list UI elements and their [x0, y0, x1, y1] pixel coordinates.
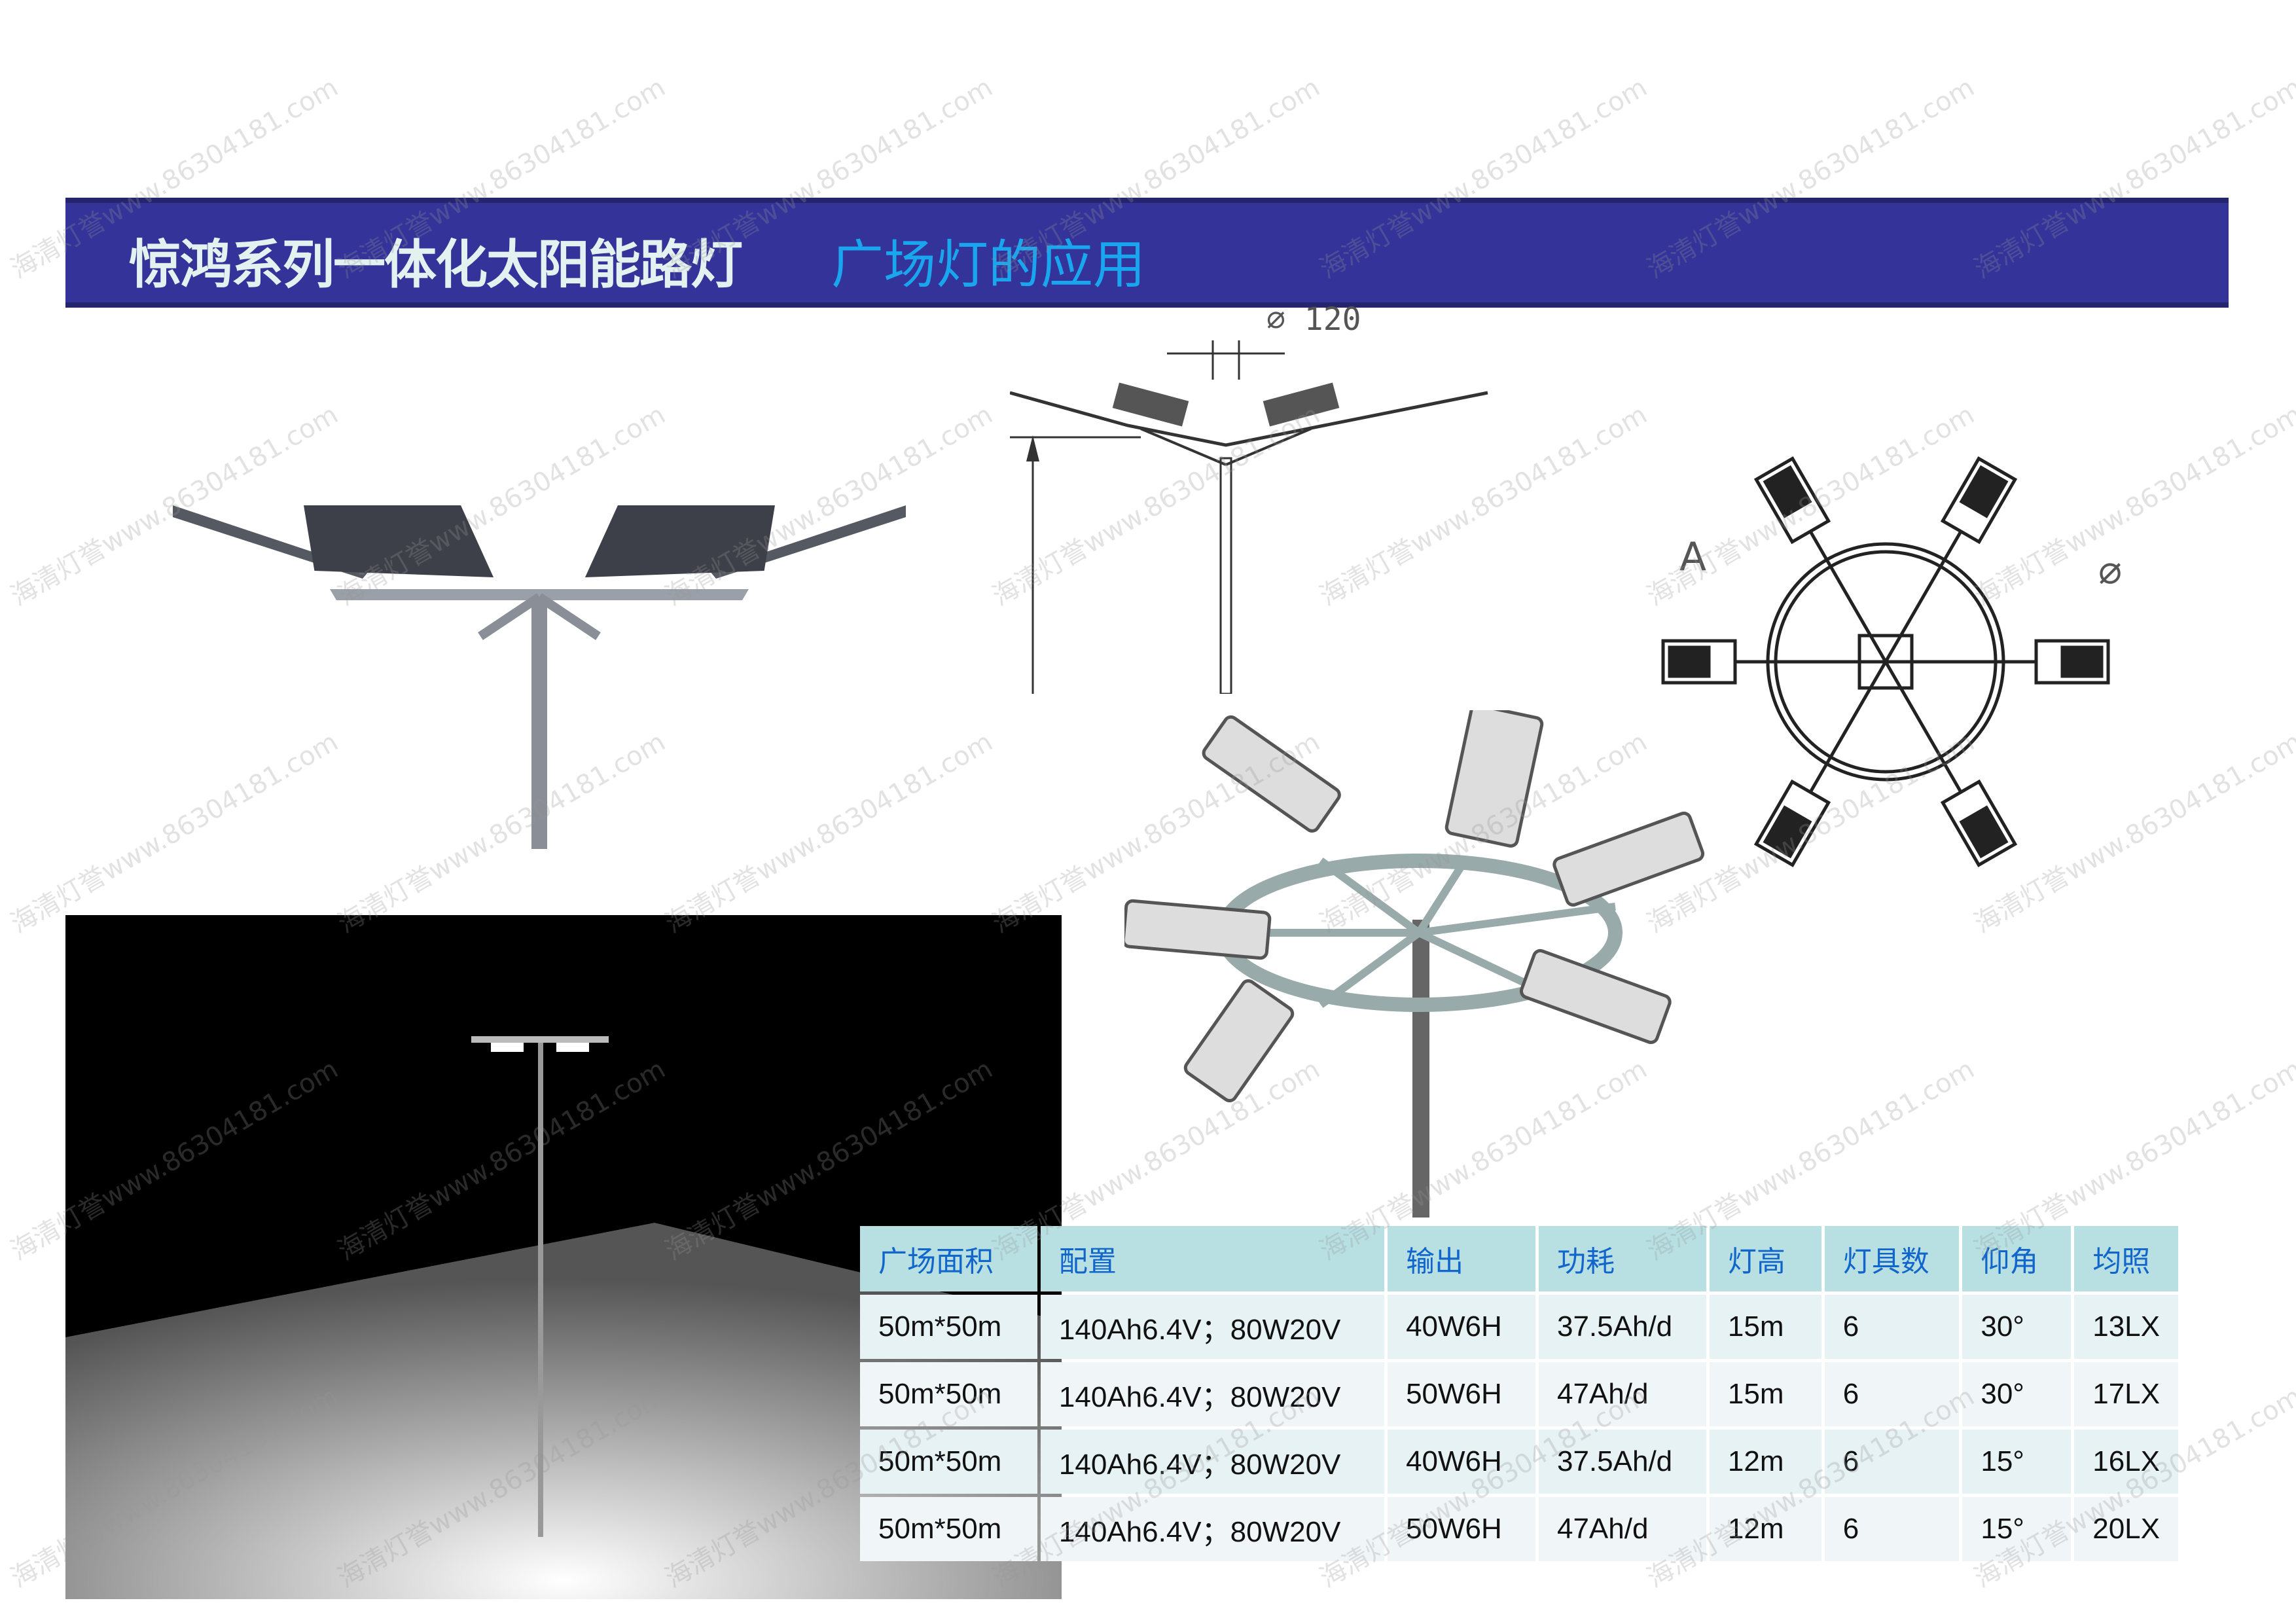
table-cell: 47Ah/d	[1538, 1362, 1706, 1426]
table-cell: 15m	[1709, 1295, 1821, 1359]
col-header: 均照	[2074, 1226, 2178, 1291]
table-cell: 6	[1824, 1362, 1960, 1426]
col-header: 仰角	[1962, 1226, 2072, 1291]
table-cell: 6	[1824, 1497, 1960, 1561]
table-cell: 140Ah6.4V；80W20V	[1040, 1295, 1385, 1359]
col-header: 配置	[1040, 1226, 1385, 1291]
table-cell: 40W6H	[1388, 1430, 1535, 1494]
table-cell: 50m*50m	[860, 1497, 1037, 1561]
table-cell: 50m*50m	[860, 1295, 1037, 1359]
lamp-3d-side-view	[173, 505, 906, 849]
col-header: 输出	[1388, 1226, 1535, 1291]
table-cell: 15°	[1962, 1497, 2072, 1561]
table-cell: 140Ah6.4V；80W20V	[1040, 1362, 1385, 1426]
diameter-symbol: ⌀	[2098, 547, 2122, 593]
lamp-front-elevation-drawing	[1010, 340, 1488, 694]
diameter-dimension-label: ⌀ 120	[1266, 301, 1361, 338]
table-cell: 16LX	[2074, 1430, 2178, 1494]
table-cell: 37.5Ah/d	[1538, 1430, 1706, 1494]
table-cell: 30°	[1962, 1362, 2072, 1426]
title-banner: 惊鸿系列一体化太阳能路灯 广场灯的应用	[65, 198, 2229, 308]
col-header: 功耗	[1538, 1226, 1706, 1291]
section-label: A	[1679, 534, 1706, 580]
table-cell: 50m*50m	[860, 1430, 1037, 1494]
table-cell: 30°	[1962, 1295, 2072, 1359]
table-cell: 37.5Ah/d	[1538, 1295, 1706, 1359]
table-header-row: 广场面积 配置 输出 功耗 灯高 灯具数 仰角 均照	[860, 1226, 2178, 1291]
page-title: 惊鸿系列一体化太阳能路灯	[129, 234, 743, 295]
table-cell: 6	[1824, 1430, 1960, 1494]
table-cell: 140Ah6.4V；80W20V	[1040, 1497, 1385, 1561]
table-cell: 15°	[1962, 1430, 2072, 1494]
col-header: 灯具数	[1824, 1226, 1960, 1291]
col-header: 广场面积	[860, 1226, 1037, 1291]
table-cell: 50W6H	[1388, 1362, 1535, 1426]
page-subtitle: 广场灯的应用	[831, 234, 1145, 295]
table-cell: 50m*50m	[860, 1362, 1037, 1426]
table-cell: 15m	[1709, 1362, 1821, 1426]
col-header: 灯高	[1709, 1226, 1821, 1291]
table-cell: 140Ah6.4V；80W20V	[1040, 1430, 1385, 1494]
table-cell: 13LX	[2074, 1295, 2178, 1359]
table-cell: 12m	[1709, 1430, 1821, 1494]
lamp-top-view-drawing: A ⌀	[1647, 439, 2122, 884]
table-cell: 6	[1824, 1295, 1960, 1359]
lamp-3d-ring-view	[1124, 710, 1705, 1218]
table-cell: 47Ah/d	[1538, 1497, 1706, 1561]
table-cell: 17LX	[2074, 1362, 2178, 1426]
table-cell: 20LX	[2074, 1497, 2178, 1561]
table-cell: 50W6H	[1388, 1497, 1535, 1561]
table-cell: 12m	[1709, 1497, 1821, 1561]
table-cell: 40W6H	[1388, 1295, 1535, 1359]
